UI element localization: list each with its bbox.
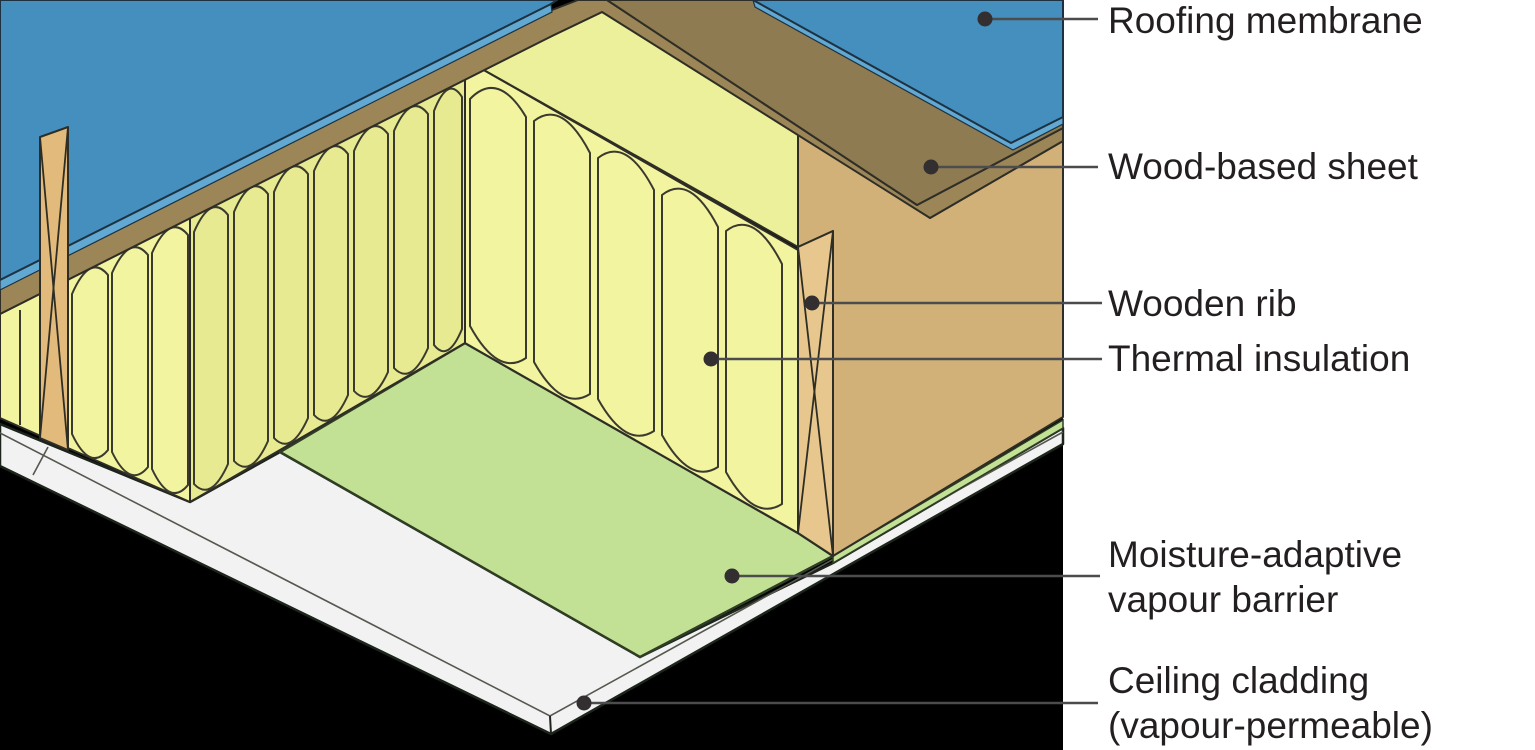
- roofing-membrane-surface: [0, 0, 558, 281]
- rib-x-mark: [797, 230, 834, 534]
- label-vapour-barrier: Moisture-adaptive vapour barrier: [1108, 534, 1403, 620]
- label-ceiling-cladding: Ceiling cladding (vapour-permeable): [1108, 660, 1433, 746]
- thermal-insulation-layer: [0, 11, 799, 534]
- dot-roofing-membrane: [977, 11, 993, 27]
- insulation-batts-right: [469, 86, 783, 510]
- rib-section-right: [797, 230, 834, 557]
- rib-section-left: [39, 126, 69, 451]
- rib-x-mark: [797, 246, 834, 557]
- cladding-corner-edge: [549, 715, 552, 735]
- rib-x-mark: [39, 126, 69, 439]
- dot-wood-based-sheet: [923, 159, 939, 175]
- label-thermal-insulation: Thermal insulation: [1108, 338, 1411, 379]
- dot-wooden-rib: [804, 295, 820, 311]
- label-wood-based-sheet: Wood-based sheet: [1108, 146, 1418, 187]
- roofing-membrane-surface-right: [752, 0, 1064, 144]
- rib-x-mark: [39, 136, 69, 451]
- label-wooden-rib: Wooden rib: [1108, 283, 1297, 324]
- leader-dots: [576, 11, 993, 711]
- label-roofing-membrane: Roofing membrane: [1108, 0, 1423, 41]
- insulation-batts-left: [19, 226, 189, 495]
- leader-lines: [584, 17, 1102, 705]
- insulation-batts-middle: [193, 87, 463, 491]
- dot-vapour-barrier: [724, 568, 740, 584]
- cladding-plank-joint: [32, 446, 49, 476]
- dot-ceiling-cladding: [576, 695, 592, 711]
- dot-thermal-insulation: [703, 351, 719, 367]
- wood-sheet-edge: [0, 0, 1064, 315]
- barrier-sliver-right: [832, 418, 1064, 565]
